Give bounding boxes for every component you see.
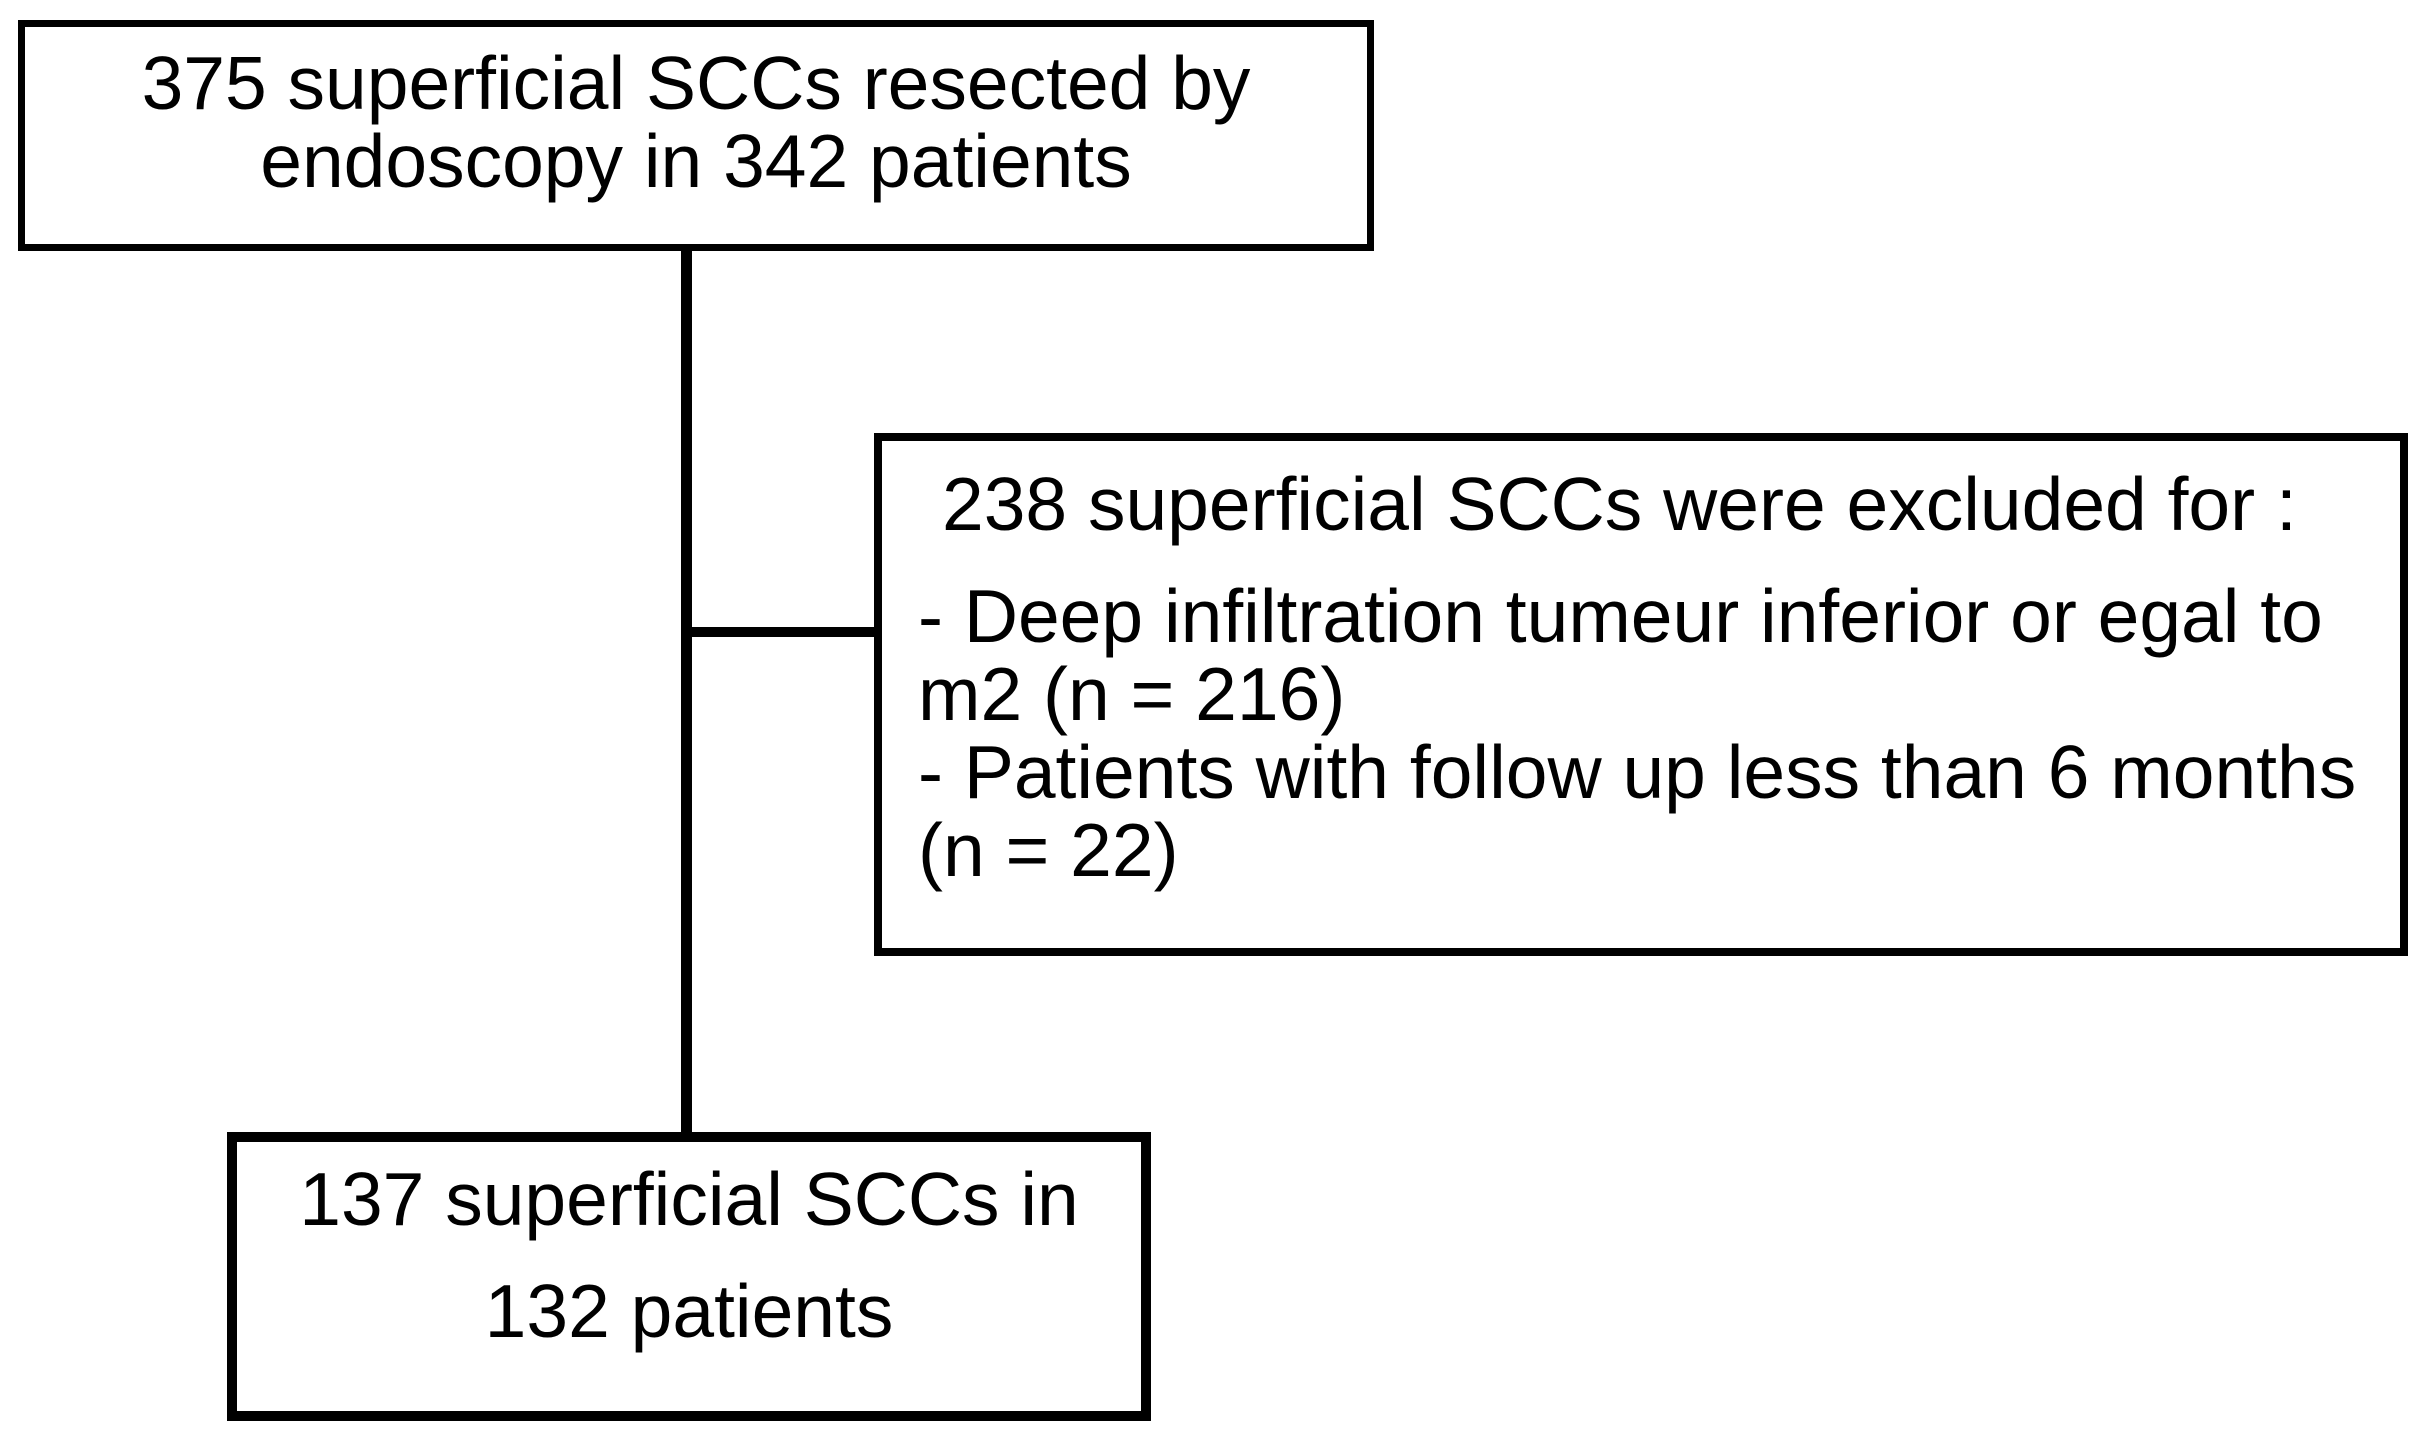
top-box: 375 superficial SCCs resected by endosco… xyxy=(18,20,1374,251)
bottom-box-text: 137 superficial SCCs in 132 patients xyxy=(299,1156,1079,1353)
top-box-text: 375 superficial SCCs resected by endosco… xyxy=(141,40,1251,203)
exclusion-item-follow-up: - Patients with follow up less than 6 mo… xyxy=(918,730,2357,892)
exclusion-item-deep-infiltration: - Deep infiltration tumeur inferior or e… xyxy=(918,574,2323,736)
vertical-connector-line xyxy=(681,245,692,1137)
exclusion-box-title: 238 superficial SCCs were excluded for : xyxy=(942,462,2297,546)
bottom-box: 137 superficial SCCs in 132 patients xyxy=(227,1132,1151,1421)
exclusion-box-items: - Deep infiltration tumeur inferior or e… xyxy=(918,577,2370,889)
exclusion-box: 238 superficial SCCs were excluded for :… xyxy=(874,433,2408,956)
horizontal-branch-line xyxy=(681,627,882,637)
